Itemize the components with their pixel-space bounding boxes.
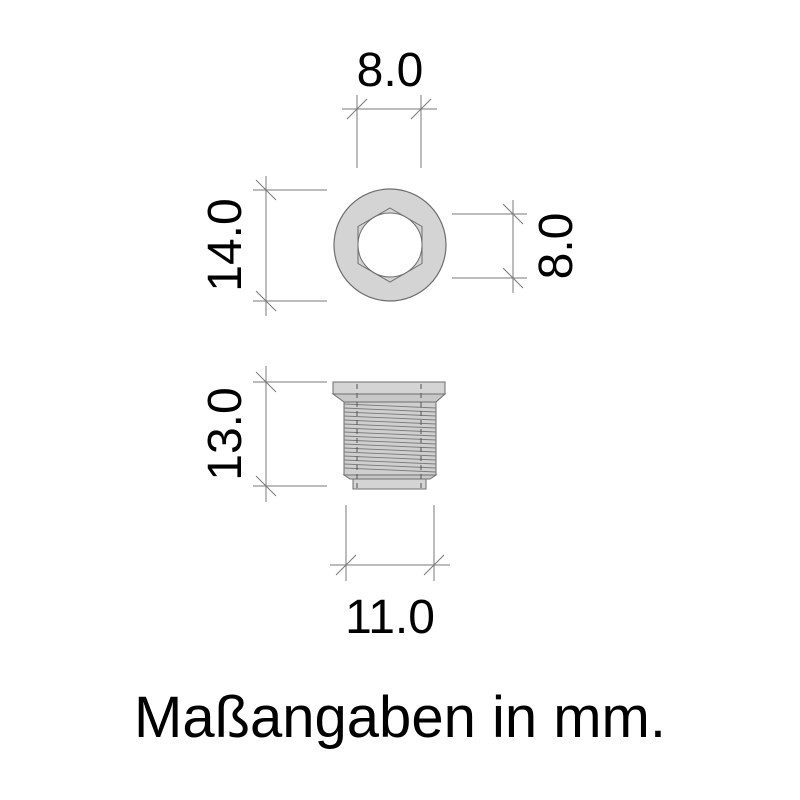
inner-bore: [357, 212, 423, 278]
dim-label-height: 13.0: [199, 387, 252, 480]
top-view: [333, 188, 447, 302]
side-view: [331, 381, 447, 490]
dim-inner-bore: [452, 200, 527, 293]
bottom-taper: [342, 474, 438, 480]
bottom-collar: [352, 478, 427, 490]
hex-socket: [357, 207, 423, 283]
dim-label-hex-across-flats: 8.0: [357, 44, 424, 97]
flange-top: [332, 381, 446, 395]
dim-height: [253, 366, 327, 502]
dim-hex-across-flats: [342, 95, 437, 168]
units-caption: Maßangaben in mm.: [134, 685, 666, 750]
dim-label-outer-diameter: 14.0: [199, 198, 252, 291]
dim-label-inner-bore: 8.0: [530, 213, 583, 280]
dim-thread-width: [330, 505, 450, 581]
dim-label-thread-width: 11.0: [345, 591, 435, 644]
dim-outer-diameter: [253, 176, 327, 316]
flange-chamfer: [331, 393, 447, 403]
